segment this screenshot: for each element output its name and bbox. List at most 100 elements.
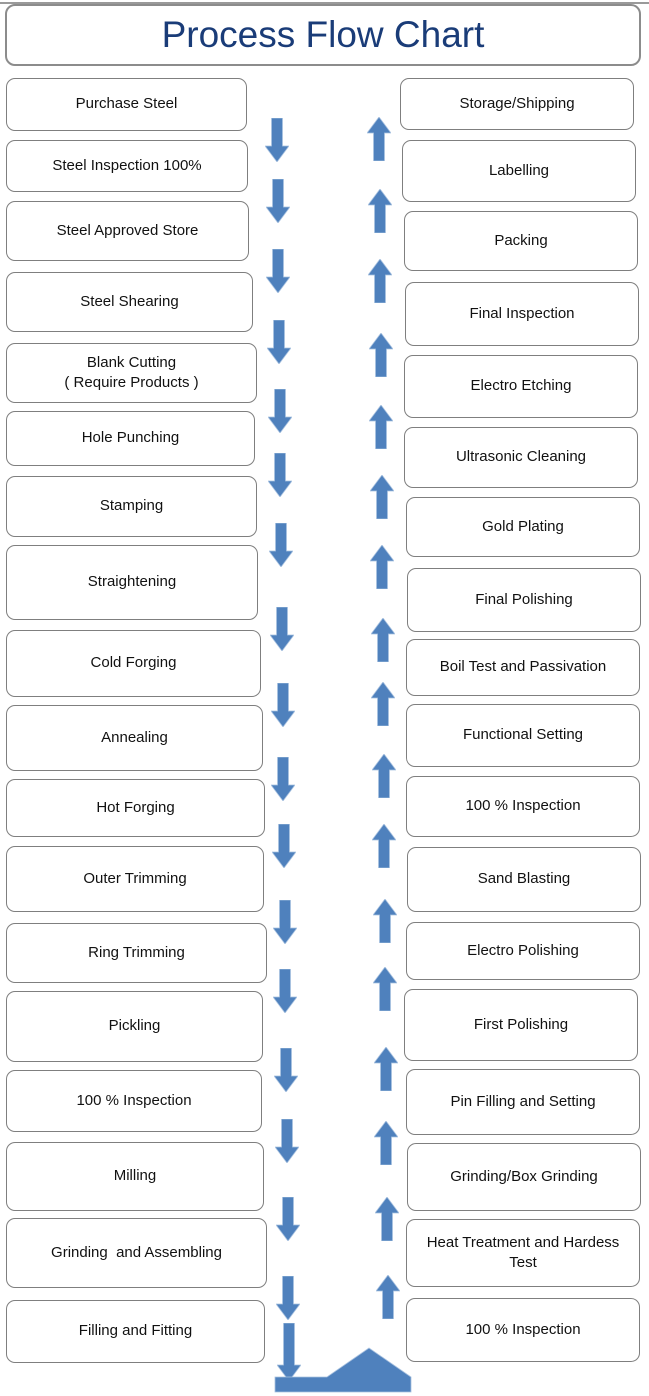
flow-step-box: Boil Test and Passivation — [406, 639, 640, 696]
flow-step-label: Hole Punching — [81, 429, 180, 447]
flow-step-box: Hot Forging — [6, 779, 265, 837]
up-arrow-icon — [375, 1274, 400, 1319]
flow-step-box: Functional Setting — [406, 704, 640, 767]
down-arrow-icon — [265, 178, 290, 223]
up-arrow-icon — [373, 966, 398, 1011]
up-arrow-icon — [372, 824, 397, 868]
flow-step-box: Grinding and Assembling — [6, 1218, 267, 1288]
down-arrow-icon — [275, 1196, 300, 1241]
up-arrow-icon — [369, 404, 394, 449]
flow-step-label: Grinding/Box Grinding — [450, 1167, 598, 1185]
flow-step-label: 100 % Inspection — [76, 1091, 192, 1109]
flow-step-box: Gold Plating — [406, 497, 640, 557]
flow-step-label: Milling — [113, 1167, 157, 1185]
down-arrow-icon — [274, 1048, 299, 1092]
flow-step-box: Final Inspection — [405, 282, 639, 346]
up-arrow-icon — [374, 1121, 399, 1165]
flow-step-box: Packing — [404, 211, 638, 271]
up-arrow-icon — [372, 899, 397, 943]
flow-step-label: Storage/Shipping — [459, 94, 575, 112]
flow-step-label: Gold Plating — [482, 517, 564, 535]
flow-step-label: Grinding and Assembling — [51, 1243, 222, 1261]
flow-step-box: Outer Trimming — [6, 846, 264, 912]
down-arrow-icon — [266, 248, 291, 293]
up-arrow-icon — [367, 188, 392, 233]
up-arrow-icon — [373, 1047, 398, 1091]
flow-step-label: Electro Polishing — [467, 941, 579, 959]
down-arrow-icon — [271, 823, 296, 868]
flow-step-label: Boil Test and Passivation — [439, 658, 607, 676]
flow-step-label: 100 % Inspection — [465, 797, 581, 815]
down-arrow-icon — [274, 1119, 299, 1163]
flow-step-box: Filling and Fitting — [6, 1300, 265, 1363]
flow-step-label: Cold Forging — [90, 654, 177, 672]
down-arrow-icon — [277, 1323, 301, 1381]
flow-step-box: Electro Etching — [404, 355, 638, 418]
up-arrow-icon — [370, 617, 395, 662]
down-arrow-icon — [273, 969, 298, 1013]
flow-step-label: Pin Filling and Setting — [450, 1092, 596, 1110]
flow-step-label: Straightening — [87, 573, 177, 591]
flow-step-label: Steel Approved Store — [56, 221, 199, 239]
flow-step-box: Pin Filling and Setting — [406, 1069, 640, 1135]
flow-step-box: Steel Approved Store — [6, 201, 249, 261]
flow-step-label: Final Polishing — [475, 590, 573, 608]
down-arrow-icon — [269, 607, 294, 651]
flow-step-label: Sand Blasting — [477, 870, 571, 888]
flow-step-label: Labelling — [488, 161, 550, 179]
flow-step-box: Blank Cutting ( Require Products ) — [6, 343, 257, 403]
flow-step-label: Steel Inspection 100% — [52, 156, 202, 174]
up-arrow-icon — [368, 258, 393, 303]
up-arrow-icon — [366, 117, 391, 161]
down-arrow-icon — [276, 1276, 301, 1320]
down-arrow-icon — [268, 453, 293, 497]
flow-step-box: Cold Forging — [6, 630, 261, 697]
down-arrow-icon — [270, 683, 295, 727]
down-arrow-icon — [267, 389, 292, 433]
up-arrow-icon — [370, 544, 395, 589]
flow-step-box: Final Polishing — [407, 568, 641, 632]
title-box: Process Flow Chart — [5, 4, 641, 66]
flow-step-label: Ultrasonic Cleaning — [455, 448, 587, 466]
flow-step-label: 100 % Inspection — [465, 1320, 581, 1338]
flow-step-label: Final Inspection — [469, 304, 575, 322]
flow-step-box: Ultrasonic Cleaning — [404, 427, 638, 488]
flow-step-box: Steel Inspection 100% — [6, 140, 248, 192]
flow-step-label: Electro Etching — [470, 377, 572, 395]
flow-step-box: Straightening — [6, 545, 258, 620]
flow-step-box: Electro Polishing — [406, 922, 640, 980]
flow-step-label: Filling and Fitting — [78, 1322, 193, 1340]
flow-step-label: Blank Cutting ( Require Products ) — [64, 353, 199, 391]
down-arrow-icon — [272, 899, 297, 944]
down-arrow-icon — [266, 319, 291, 364]
flow-step-box: 100 % Inspection — [406, 1298, 640, 1362]
flow-step-label: Stamping — [99, 497, 164, 515]
down-arrow-icon — [264, 117, 289, 162]
flow-step-label: Outer Trimming — [83, 869, 187, 887]
flow-step-label: Functional Setting — [462, 726, 584, 744]
flow-step-label: Steel Shearing — [80, 292, 179, 310]
down-arrow-icon — [269, 523, 294, 567]
flow-step-label: First Polishing — [473, 1015, 569, 1033]
up-arrow-icon — [371, 682, 396, 726]
flow-step-box: Hole Punching — [6, 411, 255, 466]
up-arrow-icon — [375, 1197, 400, 1241]
flow-step-box: Annealing — [6, 705, 263, 771]
up-arrow-icon — [369, 474, 394, 519]
flow-step-box: Pickling — [6, 991, 263, 1062]
flow-step-box: Ring Trimming — [6, 923, 267, 983]
flow-step-box: 100 % Inspection — [406, 776, 640, 837]
u-turn-arrow-icon — [274, 1347, 412, 1393]
up-arrow-icon — [368, 332, 393, 377]
flow-step-box: Stamping — [6, 476, 257, 537]
flow-step-box: 100 % Inspection — [6, 1070, 262, 1132]
top-border-line — [0, 2, 649, 4]
down-arrow-icon — [271, 757, 296, 801]
page-title: Process Flow Chart — [161, 14, 485, 55]
flow-step-box: Purchase Steel — [6, 78, 247, 131]
flow-step-box: Storage/Shipping — [400, 78, 634, 130]
flow-step-label: Hot Forging — [96, 798, 175, 816]
flow-step-box: Heat Treatment and Hardess Test — [406, 1219, 640, 1287]
flow-step-box: Grinding/Box Grinding — [407, 1143, 641, 1211]
